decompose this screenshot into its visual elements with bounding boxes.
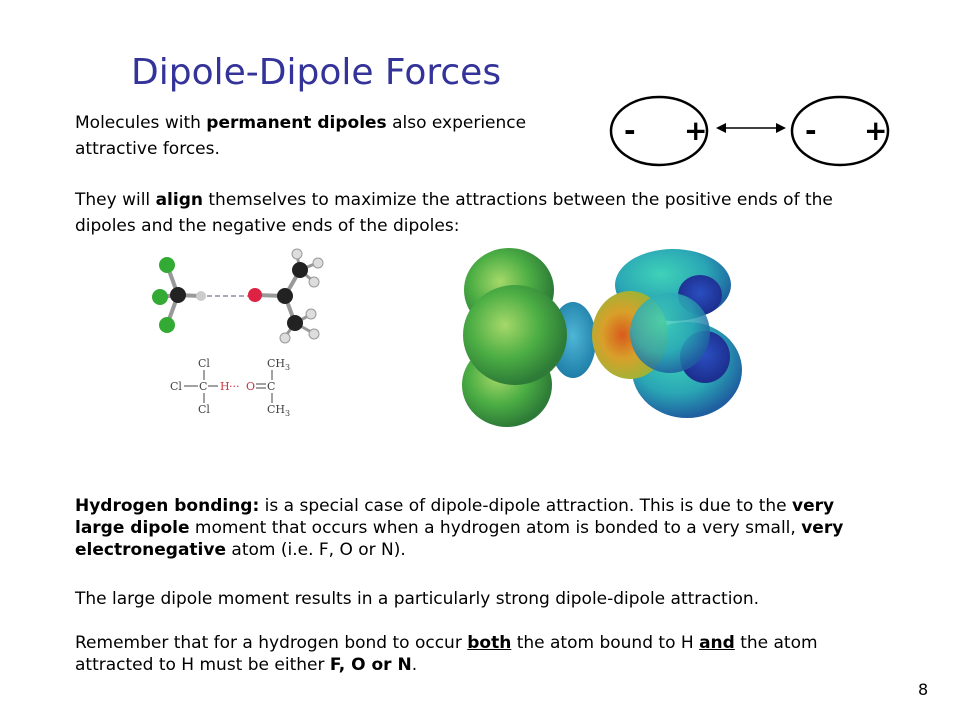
page-number: 8 <box>918 680 929 699</box>
right-minus-sign: - <box>805 114 817 147</box>
cl-bottom-label: Cl <box>198 403 210 416</box>
right-plus-sign: + <box>864 114 887 147</box>
c-right-label: C <box>267 380 275 393</box>
align-paragraph: They will align themselves to maximize t… <box>75 190 833 236</box>
and-emphasis: and <box>699 633 735 653</box>
align-emphasis: align <box>155 190 203 210</box>
c-left-label: C <box>199 380 207 393</box>
both-emphasis: both <box>467 633 512 653</box>
hydrogen-bonding-paragraph: Hydrogen bonding: is a special case of d… <box>75 496 844 560</box>
permanent-dipoles-emphasis: permanent dipoles <box>206 113 387 133</box>
electrostatic-potential-map <box>462 248 742 427</box>
slide-title: Dipole-Dipole Forces <box>131 52 502 93</box>
structural-formula: Cl Cl C H ··· O C Cl CH3 CH3 <box>170 357 290 418</box>
hydrogen-bonding-term: Hydrogen bonding: <box>75 496 260 516</box>
f-o-n-emphasis: F, O or N <box>329 655 412 675</box>
very-electronegative-emphasis: very electronegative <box>75 518 844 560</box>
left-minus-sign: - <box>624 114 636 147</box>
remember-paragraph: Remember that for a hydrogen bond to occ… <box>75 633 818 675</box>
ball-and-stick-model <box>152 248 324 344</box>
cl-left-label: Cl <box>170 380 182 393</box>
dipole-alignment-diagram: - + - + <box>609 95 890 167</box>
intro-paragraph: Molecules with permanent dipoles also ex… <box>75 113 527 159</box>
h-label: H <box>220 380 230 393</box>
left-plus-sign: + <box>684 114 707 147</box>
very-large-dipole-emphasis: very large dipole <box>75 496 835 538</box>
o-label: O <box>246 380 255 393</box>
cl-top-label: Cl <box>198 357 210 370</box>
large-moment-paragraph: The large dipole moment results in a par… <box>75 589 760 609</box>
dots-label: ··· <box>229 380 240 393</box>
ch3-bottom-label: CH3 <box>267 403 290 418</box>
ch3-top-label: CH3 <box>267 357 290 372</box>
